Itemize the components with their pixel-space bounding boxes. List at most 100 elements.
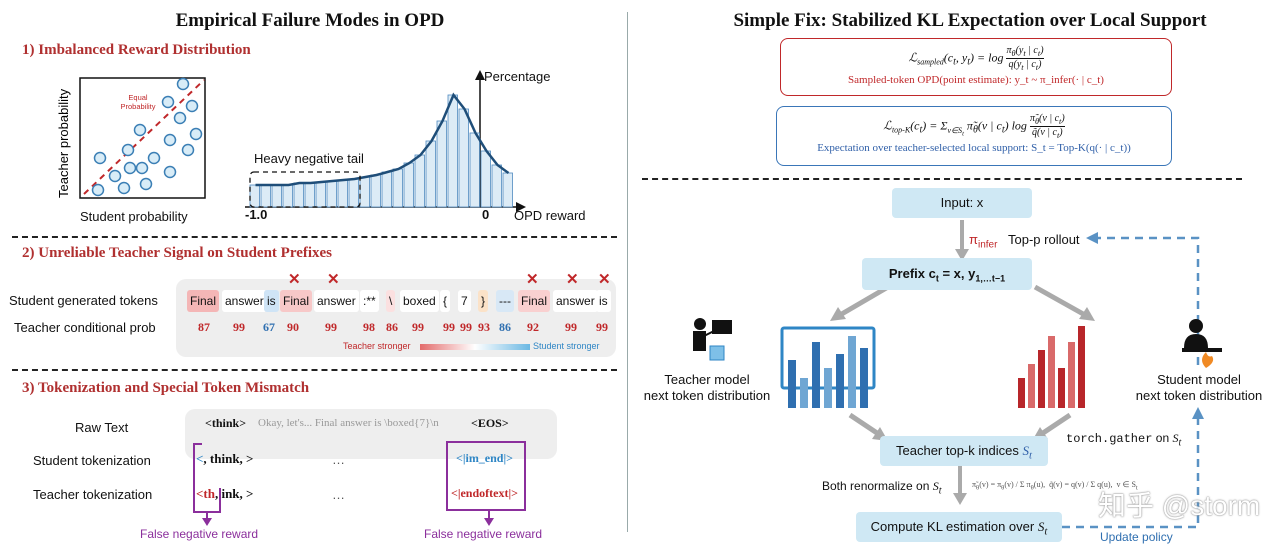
hist-bar — [293, 182, 304, 208]
token-prob: 99 — [565, 320, 577, 334]
student-bar — [1048, 336, 1055, 408]
student-bar — [1068, 342, 1075, 408]
hist-bar — [249, 184, 260, 208]
hist-bar — [348, 178, 359, 208]
token-prob: 87 — [198, 320, 210, 334]
error-x-icon: ✕ — [566, 271, 579, 288]
teacher-distribution — [780, 326, 876, 408]
token: :** — [360, 290, 379, 312]
teacher-icon — [693, 318, 732, 361]
error-x-icon: ✕ — [526, 271, 539, 288]
token-prob: 86 — [499, 320, 511, 334]
token: --- — [496, 290, 514, 312]
teacher-bar — [788, 360, 796, 408]
scatter-frame — [79, 77, 206, 199]
teacher-end-token: <|endoftext|> — [451, 486, 518, 500]
hist-bar — [326, 180, 337, 208]
token-prob: 99 — [443, 320, 455, 334]
equal-prob-label-2: Probability — [120, 102, 155, 111]
hist-bar — [359, 176, 370, 208]
prefix-box: Prefix ct = x, y1,…t−1 — [862, 258, 1032, 290]
token-prob: 92 — [527, 320, 539, 334]
hist-bar — [260, 184, 271, 208]
hist-bar — [271, 184, 282, 208]
student-bar — [1038, 350, 1045, 408]
formula-sampled-caption: Sampled-token OPD(point estimate): y_t ~… — [848, 74, 1104, 86]
student-tok-seq: <, think, > — [196, 451, 254, 466]
tail-label: Heavy negative tail — [254, 151, 364, 166]
student-tok-label: Student tokenization — [33, 453, 151, 468]
error-x-icon: ✕ — [288, 271, 301, 288]
divider-1 — [12, 236, 617, 238]
student-end-token: <|im_end|> — [456, 451, 513, 465]
mismatch-brackets — [193, 441, 526, 526]
panel-divider — [627, 12, 628, 532]
false-neg-left: False negative reward — [140, 527, 259, 541]
gather-label: torch.gather on St — [1066, 431, 1182, 449]
hist-bar — [447, 94, 458, 208]
hist-curve — [255, 92, 510, 187]
raw-think: <think> — [205, 416, 247, 430]
left-title: Empirical Failure Modes in OPD — [175, 10, 445, 31]
renorm-label: Both renormalize on St — [822, 479, 942, 497]
teacher-bar — [824, 368, 832, 408]
scatter-xlabel: Student probability — [80, 209, 188, 224]
watermark: 知乎 @storm — [1098, 490, 1261, 521]
formula-topk-caption: Expectation over teacher-selected local … — [817, 142, 1131, 154]
hist-bar — [502, 172, 513, 208]
token-prob: 86 — [386, 320, 398, 334]
token: { — [440, 290, 451, 312]
raw-text-panel — [185, 409, 557, 459]
token-prob: 99 — [460, 320, 472, 334]
hist-bars — [249, 94, 513, 208]
teacher-bar — [836, 354, 844, 408]
hist-zero: 0 — [482, 207, 490, 222]
token: Final — [187, 290, 220, 312]
token: 7 — [458, 290, 471, 312]
renorm-formula: π̃θ(v) = πθ(v) / Σ πθ(u), q̃(v) = q(v) /… — [972, 480, 1138, 492]
right-title: Simple Fix: Stabilized KL Expectation ov… — [733, 10, 1207, 31]
error-x-icon: ✕ — [598, 271, 611, 288]
ellipsis-2: … — [332, 487, 345, 502]
hist-bar — [381, 171, 392, 208]
hist-bar — [458, 108, 469, 208]
teacher-tok-seq: <th, ink, > — [196, 486, 254, 501]
divider-right — [642, 178, 1242, 180]
formula-sampled: ℒsampled(ct, yt) = log πθ(yt | ct)q(yt |… — [780, 38, 1172, 96]
teacher-bar — [812, 342, 820, 408]
token: is — [596, 290, 611, 312]
token: is — [264, 290, 279, 312]
token-prob: 99 — [596, 320, 608, 334]
teacher-tok-label: Teacher tokenization — [33, 487, 153, 502]
student-icon — [1182, 319, 1222, 368]
student-stronger-label: Student stronger — [533, 341, 600, 351]
raw-text-label: Raw Text — [75, 420, 129, 435]
teacher-bar — [800, 378, 808, 408]
ellipsis-1: … — [332, 452, 345, 467]
hist-bar — [337, 179, 348, 208]
token-prob: 67 — [263, 320, 275, 334]
scatter-points — [91, 77, 203, 197]
raw-mid: Okay, let's... Final answer is \boxed{7}… — [258, 417, 439, 429]
input-box: Input: x — [892, 188, 1032, 218]
token-prob: 90 — [287, 320, 299, 334]
pi-infer: πinfer — [969, 232, 998, 251]
token: boxed — [400, 290, 439, 312]
hist-bar — [282, 184, 293, 208]
hist-bar — [403, 162, 414, 208]
topk-box: Teacher top-k indices St — [880, 436, 1048, 466]
formula-topk: ℒtop-K(ct) = Σv∈St π̃θ(v | ct) log π̃θ(v… — [776, 106, 1172, 166]
strength-gradient — [420, 344, 530, 350]
update-policy-label: Update policy — [1100, 530, 1173, 544]
token-prob: 99 — [412, 320, 424, 334]
teacher-stronger-label: Teacher stronger — [343, 341, 411, 351]
token: answer — [553, 290, 598, 312]
token-prob: 98 — [363, 320, 375, 334]
section1-heading: 1) Imbalanced Reward Distribution — [22, 42, 251, 58]
student-tokens-label: Student generated tokens — [9, 293, 158, 308]
scatter-plot: Equal Probability Teacher probability — [56, 77, 206, 199]
hist-xmin: -1.0 — [245, 207, 268, 222]
false-neg-right: False negative reward — [424, 527, 543, 541]
token-prob: 99 — [325, 320, 337, 334]
rollout-label: Top-p rollout — [1008, 232, 1080, 247]
